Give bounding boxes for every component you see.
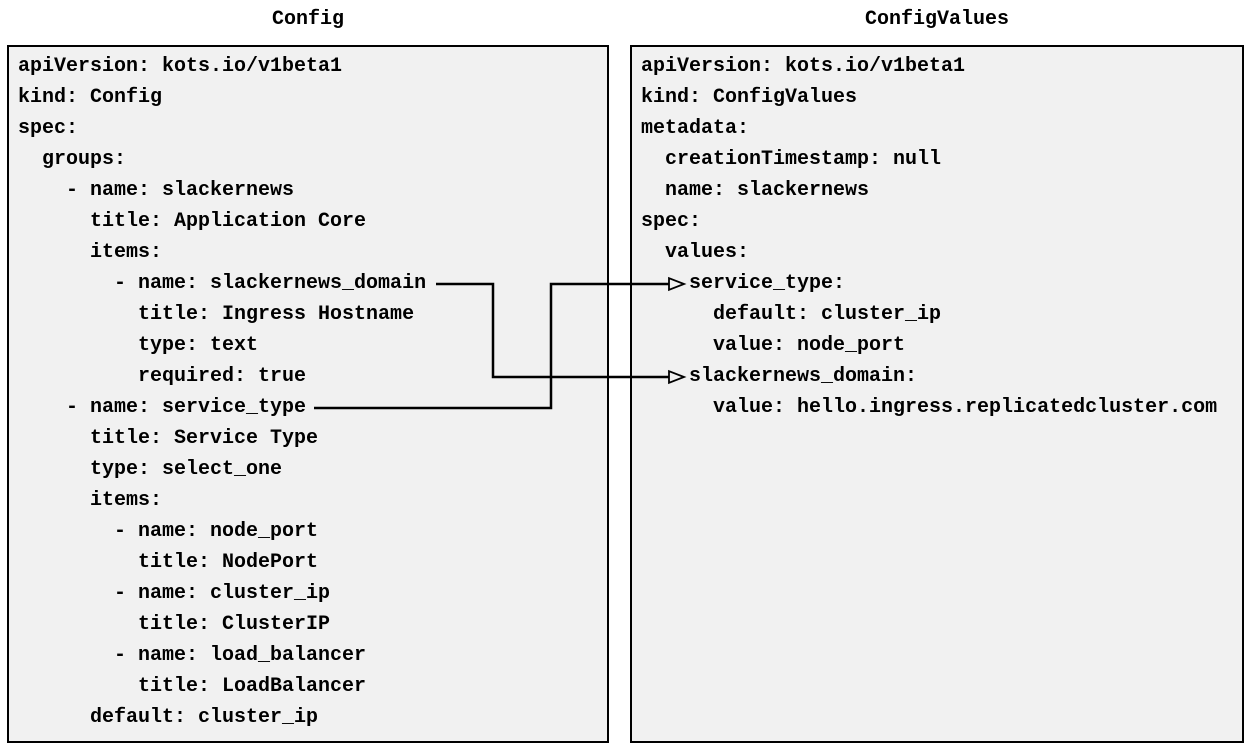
configvalues-panel-title: ConfigValues	[864, 8, 1010, 31]
config-panel-title: Config	[271, 8, 344, 31]
configvalues-panel: apiVersion: kots.io/v1beta1 kind: Config…	[630, 45, 1244, 743]
configvalues-yaml-code: apiVersion: kots.io/v1beta1 kind: Config…	[641, 55, 1218, 419]
config-panel: apiVersion: kots.io/v1beta1 kind: Config…	[7, 45, 609, 743]
config-yaml-code: apiVersion: kots.io/v1beta1 kind: Config…	[18, 55, 427, 729]
